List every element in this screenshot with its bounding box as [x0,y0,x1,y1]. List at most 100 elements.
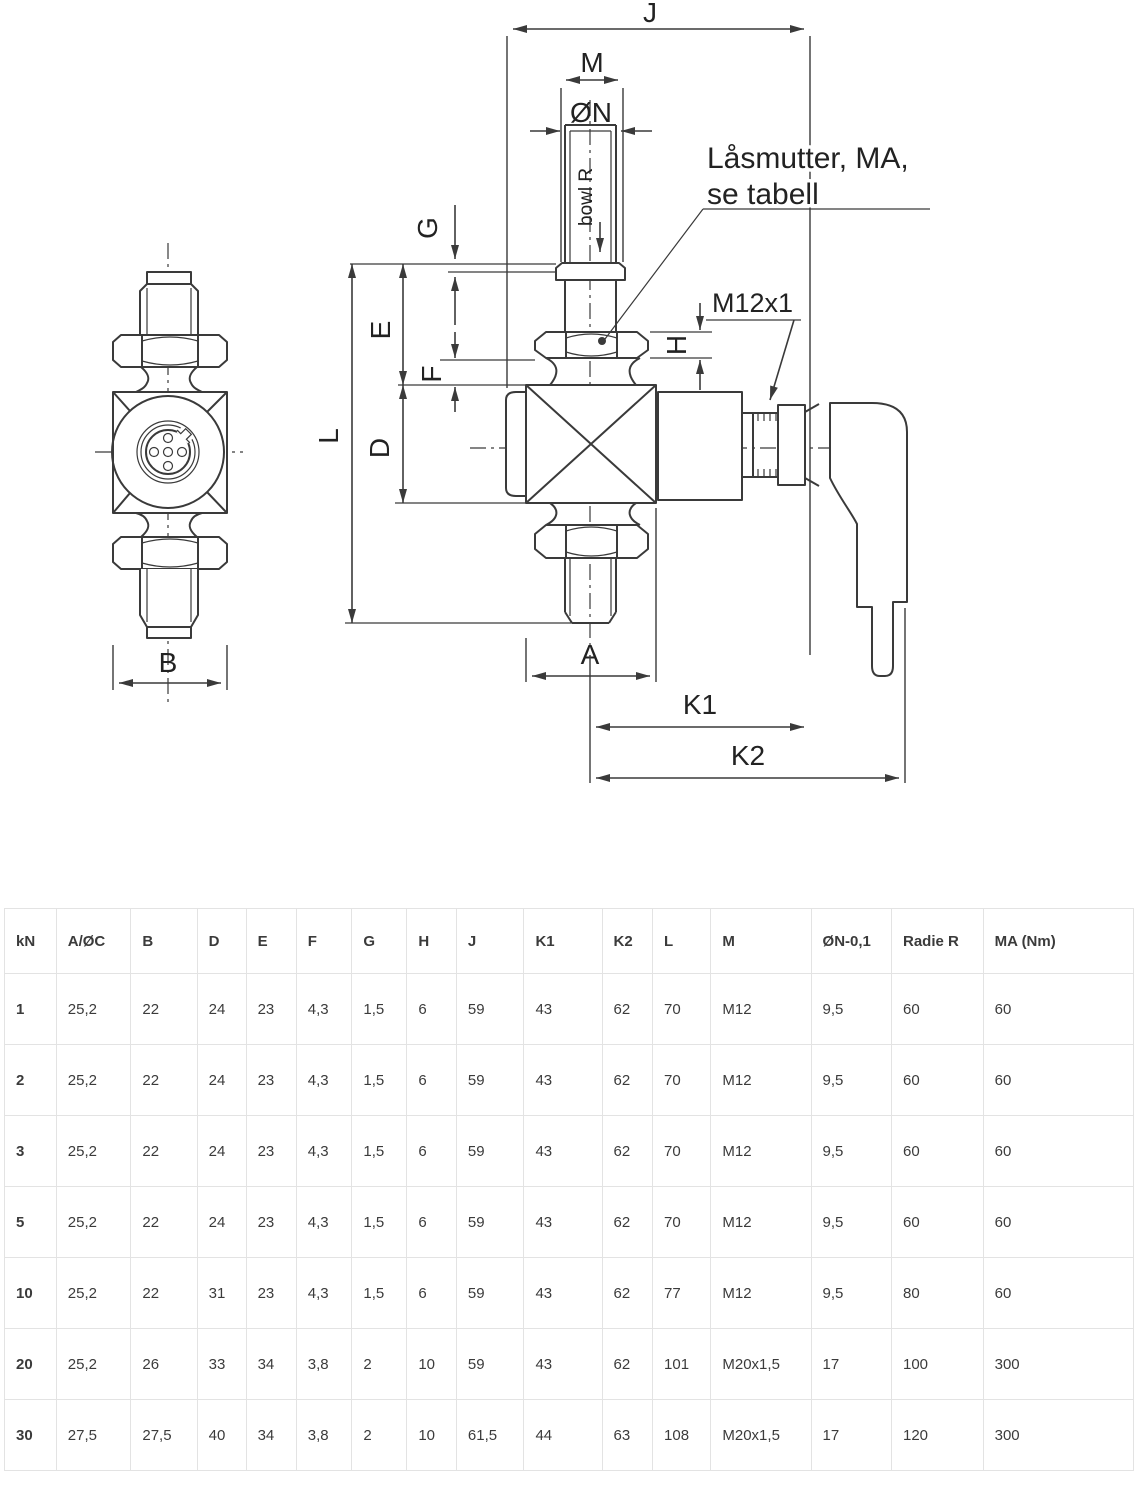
spec-cell: 70 [652,1115,712,1187]
spec-cell: 43 [523,1044,603,1116]
spec-cell: 26 [130,1328,198,1400]
spec-cell: 1,5 [351,1257,408,1329]
spec-cell: 25,2 [55,1186,132,1258]
column-header: K2 [601,908,654,974]
dim-label-k2: K2 [731,740,765,771]
spec-cell: 4,3 [295,1257,353,1329]
dim-label-k1: K1 [683,689,717,720]
spec-cell: 1,5 [351,1115,408,1187]
spec-cell: 34 [245,1399,297,1471]
spec-cell: 9,5 [810,1186,892,1258]
column-header: L [652,908,712,974]
dim-label-on: ØN [570,97,612,128]
spec-cell: 4,3 [295,1044,353,1116]
spec-cell: 101 [652,1328,712,1400]
spec-cell: 43 [523,1186,603,1258]
spec-cell: 62 [601,1186,654,1258]
spec-cell: 22 [130,1044,198,1116]
spec-cell: 10 [406,1328,457,1400]
spec-cell: 22 [130,1186,198,1258]
spec-cell: 44 [523,1399,603,1471]
spec-cell: 60 [982,1257,1134,1329]
spec-cell: 60 [890,1115,984,1187]
column-header: Radie R [890,908,984,974]
spec-cell: 3,8 [295,1328,353,1400]
dim-label-d: D [364,438,395,458]
column-header: A/ØC [55,908,132,974]
spec-cell: 23 [245,973,297,1045]
dim-label-a: A [581,639,600,670]
dim-label-b: B [159,647,178,678]
spec-cell: M12 [710,1257,812,1329]
spec-cell: 70 [652,1044,712,1116]
spec-cell: 2 [351,1399,408,1471]
spec-cell: 60 [890,973,984,1045]
spec-cell: 23 [245,1044,297,1116]
dim-label-j: J [643,0,657,28]
row-capacity-cell: 5 [4,1186,57,1258]
spec-cell: 60 [982,1044,1134,1116]
column-header: M [710,908,812,974]
spec-cell: 22 [130,1115,198,1187]
spec-cell: 31 [196,1257,247,1329]
spec-cell: 23 [245,1186,297,1258]
spec-cell: 300 [982,1328,1134,1400]
spec-cell: 59 [455,1115,525,1187]
column-header: D [196,908,247,974]
spec-cell: 61,5 [455,1399,525,1471]
spec-cell: 6 [406,1115,457,1187]
spec-cell: 33 [196,1328,247,1400]
spec-cell: 62 [601,1328,654,1400]
spec-cell: 9,5 [810,1044,892,1116]
column-header: E [245,908,297,974]
spec-cell: 27,5 [130,1399,198,1471]
spec-cell: 9,5 [810,1257,892,1329]
spec-cell: 23 [245,1115,297,1187]
spec-cell: 70 [652,1186,712,1258]
front-view: B [95,243,243,705]
spec-cell: 59 [455,1186,525,1258]
spec-cell: M20x1,5 [710,1328,812,1400]
spec-cell: 27,5 [55,1399,132,1471]
column-header: G [351,908,408,974]
column-header: MA (Nm) [982,908,1134,974]
spec-cell: 4,3 [295,1186,353,1258]
spec-cell: 22 [130,973,198,1045]
locknut-leader-dot [598,337,606,345]
dim-label-m: M [580,47,603,78]
spec-cell: 43 [523,1328,603,1400]
spec-cell: M12 [710,1115,812,1187]
spec-cell: 60 [982,973,1134,1045]
column-header: H [406,908,457,974]
row-capacity-cell: 20 [4,1328,57,1400]
locknut-note-line2: se tabell [707,178,819,211]
spec-cell: 1,5 [351,973,408,1045]
spec-cell: 60 [982,1115,1134,1187]
row-capacity-cell: 3 [4,1115,57,1187]
spec-cell: 1,5 [351,1186,408,1258]
spec-cell: 2 [351,1328,408,1400]
spec-cell: 6 [406,1257,457,1329]
spec-cell: 80 [890,1257,984,1329]
dim-label-g: G [412,217,443,239]
spec-cell: M12 [710,1044,812,1116]
spec-cell: 59 [455,973,525,1045]
spec-cell: 120 [890,1399,984,1471]
spec-cell: 25,2 [55,973,132,1045]
spec-cell: 9,5 [810,973,892,1045]
spec-cell: 23 [245,1257,297,1329]
column-header: kN [4,908,57,974]
side-view [350,88,908,677]
spec-cell: 4,3 [295,973,353,1045]
column-header: J [455,908,525,974]
spec-cell: 6 [406,1186,457,1258]
spec-cell: 62 [601,1257,654,1329]
